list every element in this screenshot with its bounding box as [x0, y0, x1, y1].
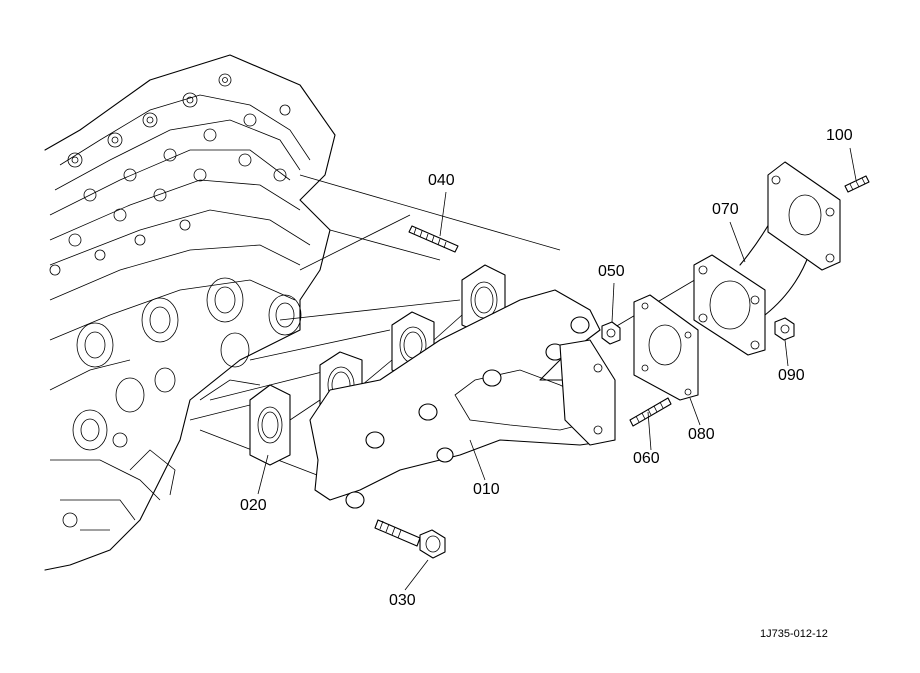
callout-020: 020 [240, 497, 267, 514]
callout-090: 090 [778, 367, 805, 384]
engine-block [44, 54, 336, 571]
callout-080: 080 [688, 426, 715, 443]
callout-100: 100 [826, 127, 853, 144]
callout-060: 060 [633, 450, 660, 467]
exhaust-manifold-010 [309, 289, 616, 509]
stud-060 [629, 397, 672, 427]
alignment-lines [189, 174, 721, 481]
callout-040: 040 [428, 172, 455, 189]
exhaust-elbow-070 [693, 161, 841, 356]
bolt-030 [374, 519, 446, 559]
nut-090 [774, 317, 795, 341]
leader-lines [257, 147, 857, 591]
figure-code: 1J735-012-12 [760, 628, 828, 640]
gasket-080 [633, 294, 699, 401]
bolt-100 [844, 175, 870, 193]
callout-030: 030 [389, 592, 416, 609]
callout-050: 050 [598, 263, 625, 280]
stud-040 [408, 225, 459, 253]
callout-010: 010 [473, 481, 500, 498]
callout-070: 070 [712, 201, 739, 218]
nut-050 [601, 321, 621, 345]
